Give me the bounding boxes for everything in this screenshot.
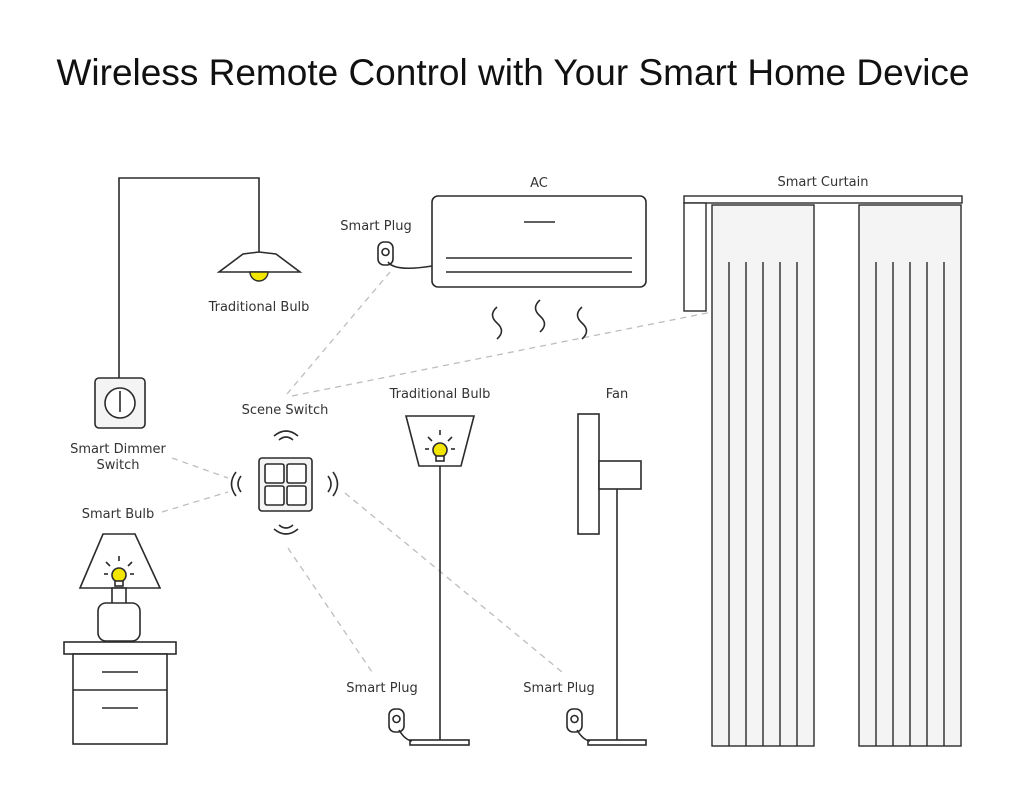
ceiling-lamp (216, 251, 303, 282)
airflow-icon (491, 299, 588, 340)
label-traditional-bulb-ceiling: Traditional Bulb (208, 300, 310, 315)
label-fan: Fan (606, 387, 629, 402)
ceiling-wire (118, 177, 260, 378)
label-smart-plug-top: Smart Plug (340, 219, 411, 234)
link-to-curtain (291, 311, 713, 397)
floor-bulb-icon (432, 442, 448, 458)
label-scene-switch: Scene Switch (242, 403, 329, 418)
smart-curtain (683, 195, 963, 747)
page-title: Wireless Remote Control with Your Smart … (56, 52, 970, 93)
label-traditional-bulb-floor: Traditional Bulb (389, 387, 491, 402)
table-lamp (78, 533, 162, 642)
air-conditioner (431, 195, 647, 288)
link-to-bottom-left-plug (287, 547, 373, 673)
floor-lamp (404, 415, 476, 746)
connection-lines (161, 271, 713, 673)
label-smart-dimmer-line2: Switch (97, 458, 140, 473)
smart-dimmer-switch (94, 377, 146, 429)
wireless-signal-icon (230, 430, 339, 535)
link-to-smart-bulb (161, 491, 229, 513)
label-smart-plug-bottom-left: Smart Plug (346, 681, 417, 696)
fan (577, 413, 647, 746)
scene-switch (258, 457, 313, 512)
ceiling-bulb-icon (249, 271, 269, 282)
nightstand (63, 641, 177, 745)
label-ac: AC (530, 176, 548, 191)
smart-plug-top (377, 241, 433, 270)
label-smart-curtain: Smart Curtain (777, 175, 868, 190)
smart-plug-bottom-right (566, 708, 591, 742)
link-to-bottom-right-plug (344, 492, 563, 673)
link-to-top-plug (286, 271, 391, 395)
label-smart-bulb: Smart Bulb (82, 507, 154, 522)
label-smart-plug-bottom-right: Smart Plug (523, 681, 594, 696)
smart-bulb-icon (111, 567, 127, 583)
link-to-dimmer (171, 457, 229, 479)
smart-plug-bottom-left (388, 708, 413, 742)
label-smart-dimmer-line1: Smart Dimmer (70, 442, 166, 457)
